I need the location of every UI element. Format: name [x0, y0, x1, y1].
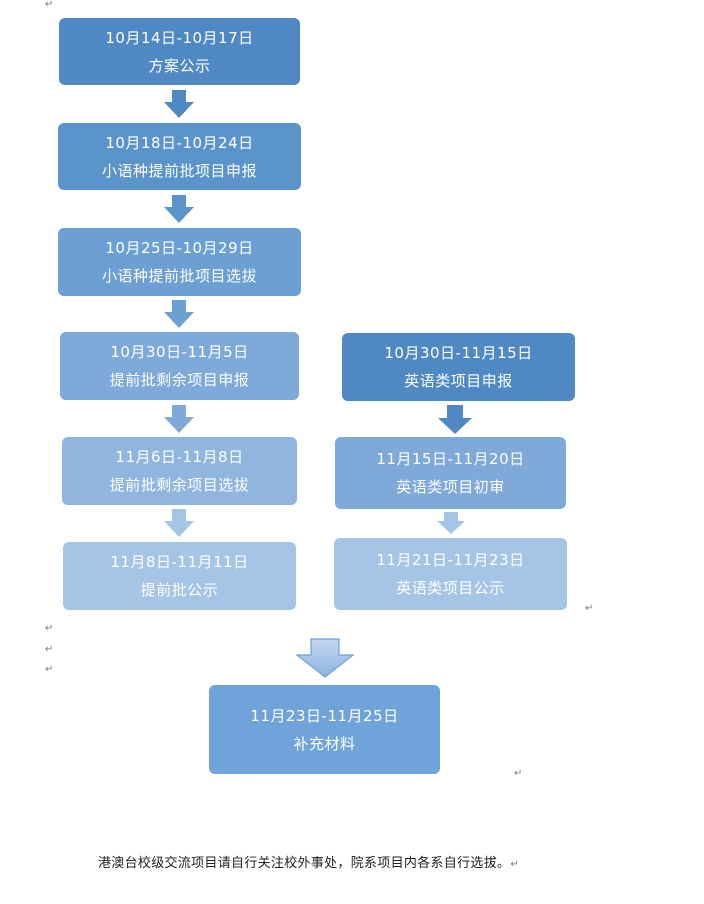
step-box-right-1: 10月30日-11月15日 英语类项目申报	[342, 333, 575, 401]
step-label: 提前批剩余项目选拔	[109, 476, 250, 494]
step-date: 10月30日-11月5日	[110, 343, 249, 361]
step-date: 11月21日-11月23日	[376, 551, 525, 569]
step-label: 小语种提前批项目申报	[101, 161, 257, 180]
step-box-left-3: 10月25日-10月29日 小语种提前批项目选拔	[58, 228, 301, 296]
step-box-right-2: 11月15日-11月20日 英语类项目初审	[335, 437, 566, 509]
step-label: 小语种提前批项目选拔	[101, 267, 257, 285]
footer-note-text: 港澳台校级交流项目请自行关注校外事处，院系项目内各系自行选拔。	[98, 856, 511, 871]
step-date: 10月30日-11月15日	[384, 344, 533, 362]
step-box-left-1: 10月14日-10月17日 方案公示	[59, 18, 300, 85]
down-arrow-icon	[164, 90, 194, 118]
down-arrow-icon	[164, 405, 194, 433]
down-arrow-icon	[437, 512, 465, 534]
step-date: 11月15日-11月20日	[376, 450, 525, 468]
step-date: 10月25日-10月29日	[105, 239, 254, 257]
step-label: 方案公示	[148, 56, 211, 75]
step-date: 10月14日-10月17日	[105, 28, 254, 47]
step-label: 提前批公示	[140, 581, 219, 599]
down-arrow-icon	[164, 195, 194, 223]
step-box-right-3: 11月21日-11月23日 英语类项目公示	[334, 538, 567, 610]
step-box-left-6: 11月8日-11月11日 提前批公示	[63, 542, 296, 610]
paragraph-mark: ↵	[45, 664, 54, 675]
step-label: 英语类项目公示	[396, 579, 505, 597]
paragraph-mark: ↵	[45, 0, 54, 10]
final-step-date: 11月23日-11月25日	[250, 706, 399, 725]
step-date: 11月6日-11月8日	[115, 448, 244, 466]
down-arrow-icon	[164, 300, 194, 328]
step-label: 提前批剩余项目申报	[109, 371, 250, 389]
step-label: 英语类项目初审	[396, 478, 505, 496]
paragraph-mark: ↵	[510, 859, 519, 870]
step-box-left-2: 10月18日-10月24日 小语种提前批项目申报	[58, 123, 301, 190]
step-label: 英语类项目申报	[404, 372, 513, 390]
step-box-left-5: 11月6日-11月8日 提前批剩余项目选拔	[62, 437, 297, 505]
footer-note: 港澳台校级交流项目请自行关注校外事处，院系项目内各系自行选拔。↵	[98, 852, 519, 871]
step-box-left-4: 10月30日-11月5日 提前批剩余项目申报	[60, 332, 299, 400]
paragraph-mark: ↵	[45, 623, 54, 634]
step-date: 11月8日-11月11日	[110, 553, 249, 571]
down-arrow-icon	[164, 509, 194, 537]
merge-down-arrow-icon	[296, 638, 354, 678]
paragraph-mark: ↵	[585, 603, 594, 614]
paragraph-mark: ↵	[45, 644, 54, 655]
final-step-box: 11月23日-11月25日 补充材料	[209, 685, 440, 774]
down-arrow-icon	[438, 405, 472, 434]
final-step-label: 补充材料	[293, 734, 356, 753]
step-date: 10月18日-10月24日	[105, 133, 254, 152]
paragraph-mark: ↵	[514, 768, 523, 779]
